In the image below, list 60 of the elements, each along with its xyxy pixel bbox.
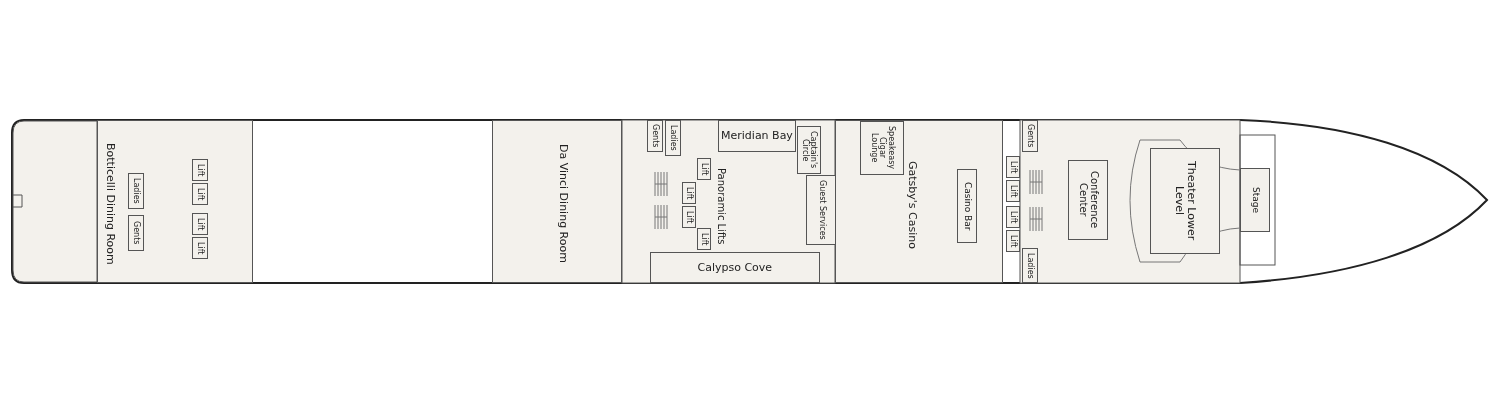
lift-area: [192, 213, 208, 235]
restroom-label: Gents: [651, 124, 660, 148]
lift-area: [682, 182, 696, 204]
lift-area: [1006, 230, 1020, 252]
lift-area: [192, 159, 208, 181]
room-label: Calypso Cove: [697, 261, 773, 274]
lift-area: [682, 206, 696, 228]
lift-area: [697, 228, 711, 250]
lift-area: [697, 158, 711, 180]
room-area: [1150, 148, 1220, 254]
room-area: [860, 121, 904, 175]
room-area: [1240, 168, 1270, 232]
lift-label: Lift: [1009, 184, 1018, 197]
lift-area: [192, 237, 208, 259]
restroom-area: [1022, 120, 1038, 152]
room-area: [97, 120, 253, 283]
restroom-label: Gents: [132, 221, 141, 245]
lift-area: [1006, 206, 1020, 228]
lift-label: Lift: [685, 210, 694, 223]
lift-label: Lift: [196, 217, 205, 230]
room-label: Speakeasy Cigar Lounge: [869, 125, 895, 172]
lift-label: Lift: [196, 187, 205, 200]
room-label: Stage: [1250, 187, 1260, 213]
area-label: Panoramic Lifts: [715, 168, 726, 245]
restroom-label: Gents: [1026, 124, 1035, 148]
restroom-area: [128, 173, 144, 209]
lift-label: Lift: [1009, 210, 1018, 223]
room-label: Casino Bar: [962, 182, 972, 231]
restroom-label: Ladies: [669, 125, 678, 151]
lift-area: [1006, 180, 1020, 202]
lift-label: Lift: [685, 186, 694, 199]
room-label: Gatsby's Casino: [906, 161, 918, 249]
room-label: Da Vinci Dining Room: [557, 144, 569, 263]
room-area: [835, 120, 1003, 283]
room-area: [1068, 160, 1108, 240]
lift-label: Lift: [196, 163, 205, 176]
restroom-area: [128, 215, 144, 251]
lift-label: Lift: [1009, 234, 1018, 247]
restroom-area: [1022, 248, 1038, 283]
room-area: [806, 175, 838, 245]
room-label: Guest Services: [818, 180, 827, 240]
restroom-label: Ladies: [1026, 252, 1035, 279]
restroom-area: [665, 120, 681, 156]
room-label: Botticelli Dining Room: [104, 143, 116, 265]
lift-area: [1006, 156, 1020, 178]
room-label: Conference Center: [1077, 170, 1099, 231]
room-area: [650, 252, 820, 283]
room-label: Captain's Circle: [800, 130, 818, 171]
room-area: [718, 120, 796, 152]
restroom-area: [647, 120, 663, 152]
lift-label: Lift: [1009, 160, 1018, 173]
restroom-label: Ladies: [132, 178, 141, 204]
lift-label: Lift: [700, 232, 709, 245]
room-label: Meridian Bay: [721, 130, 793, 142]
room-label: Theater Lower Level: [1173, 160, 1197, 243]
room-area: [957, 169, 977, 243]
lift-label: Lift: [196, 241, 205, 254]
lift-label: Lift: [700, 162, 709, 175]
room-area: [492, 120, 622, 283]
lift-area: [192, 183, 208, 205]
